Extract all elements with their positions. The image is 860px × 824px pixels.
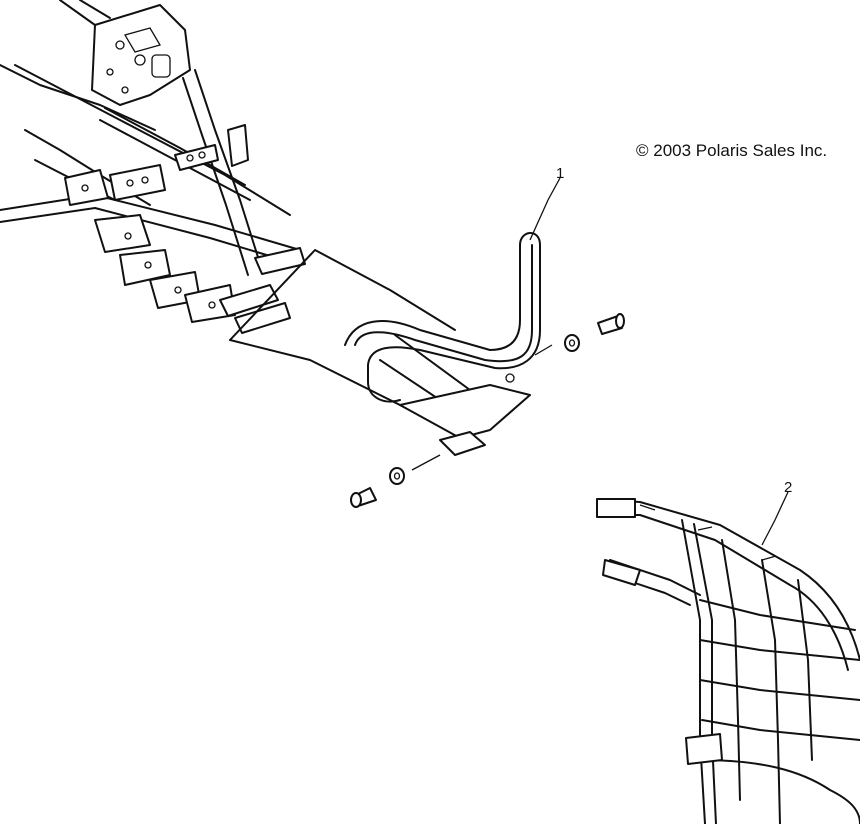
washer-lower <box>389 467 405 485</box>
bolt-upper <box>597 313 625 335</box>
callout-1: 1 <box>529 165 564 241</box>
nerf-bar-net-assembly <box>596 498 860 824</box>
vehicle-frame <box>0 0 456 426</box>
copyright-notice: © 2003 Polaris Sales Inc. <box>636 141 827 160</box>
bolt-lower <box>350 487 377 508</box>
washer-upper <box>564 334 580 352</box>
callout-2-label: 2 <box>784 479 792 496</box>
callout-2: 2 <box>761 479 792 546</box>
hardware <box>350 313 625 508</box>
nerf-bar-tube <box>344 232 541 456</box>
callout-1-label: 1 <box>556 165 564 182</box>
